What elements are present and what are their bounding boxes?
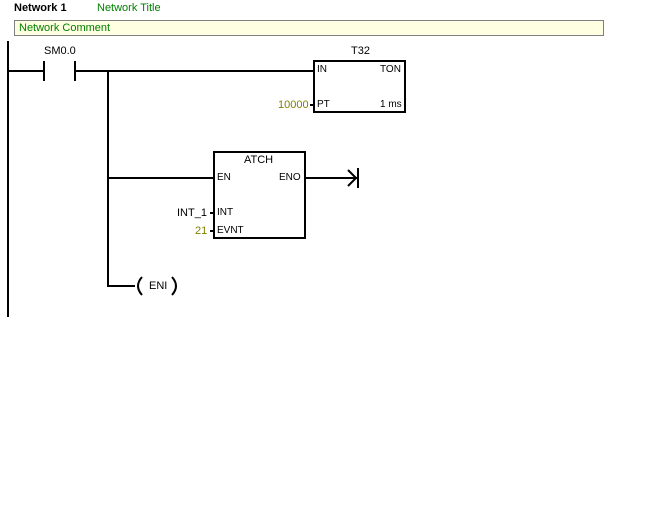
- contact-sm0-0: [43, 61, 76, 81]
- coil-label[interactable]: ENI: [149, 280, 168, 292]
- atch-box: [213, 151, 306, 239]
- timer-in-pin: IN: [317, 64, 327, 75]
- atch-int-value[interactable]: INT_1: [177, 207, 207, 219]
- atch-int-pin: INT: [217, 207, 234, 218]
- atch-eno-pin: ENO: [279, 172, 301, 183]
- network-comment: Network Comment: [19, 22, 111, 34]
- timer-pt-value[interactable]: 10000: [278, 99, 309, 111]
- eno-arrow-icon: [347, 168, 359, 188]
- timer-box-t32: [313, 60, 406, 113]
- network-label[interactable]: Network 1: [14, 2, 67, 14]
- network-title[interactable]: Network Title: [97, 2, 161, 14]
- timer-name[interactable]: T32: [351, 45, 370, 57]
- network-comment-box[interactable]: Network Comment: [14, 20, 604, 36]
- atch-evnt-value[interactable]: 21: [195, 225, 208, 237]
- timer-type: TON: [380, 64, 401, 75]
- atch-en-pin: EN: [217, 172, 231, 183]
- eni-coil-icon: [137, 276, 177, 296]
- timer-pt-pin: PT: [317, 99, 330, 110]
- atch-evnt-pin: EVNT: [217, 225, 244, 236]
- timer-resolution: 1 ms: [380, 99, 402, 110]
- contact-address[interactable]: SM0.0: [44, 45, 76, 57]
- atch-name[interactable]: ATCH: [244, 154, 274, 166]
